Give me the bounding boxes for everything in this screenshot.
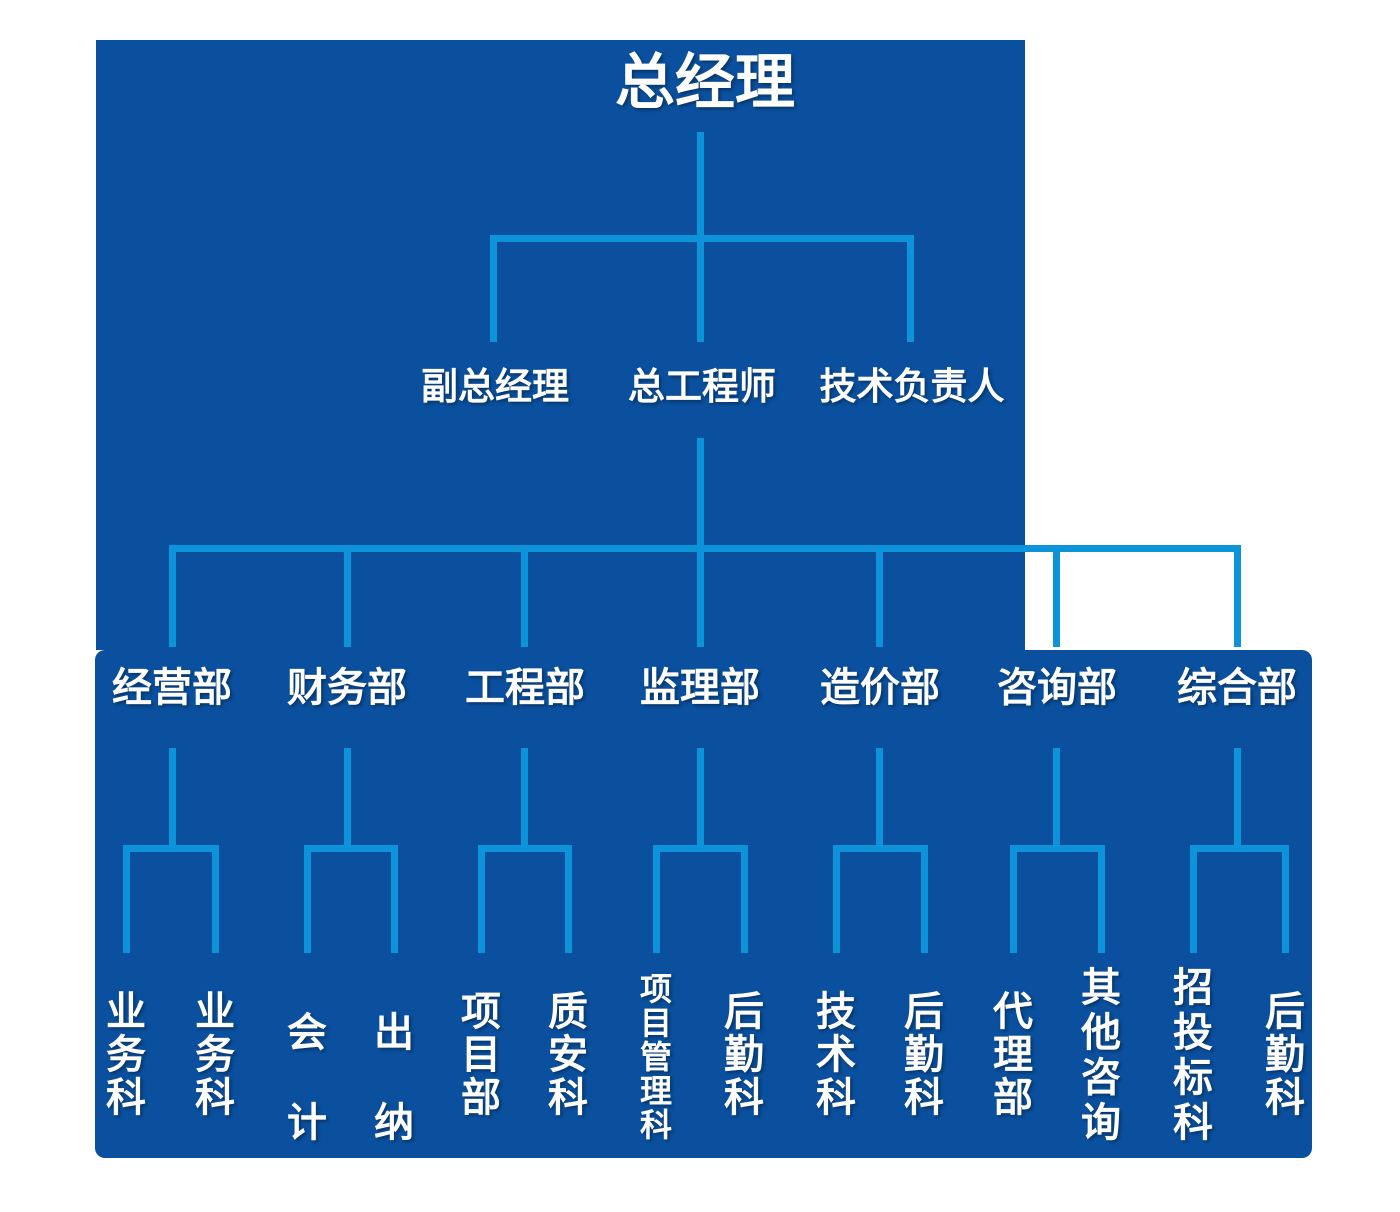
connector-dept3-stem <box>521 748 528 848</box>
connector-dept1-drop-1 <box>123 845 130 953</box>
node-chief-engineer: 总工程师 <box>628 366 776 407</box>
connector-dept3-hbar <box>478 845 572 852</box>
node-dept-business: 经营部 <box>112 666 232 710</box>
connector-dept2-drop-2 <box>391 845 398 953</box>
node-business-section-2: 业务科 <box>195 990 235 1120</box>
node-logistics-section-2: 后勤科 <box>904 990 944 1120</box>
connector-l3-hbar <box>169 545 1241 552</box>
connector-dept5-stem <box>876 748 883 848</box>
node-dept-consulting: 咨询部 <box>997 666 1117 710</box>
connector-dept2-hbar <box>304 845 398 852</box>
connector-dept5-drop-2 <box>921 845 928 953</box>
connector-l2-drop-3 <box>907 235 914 342</box>
connector-dept7-drop-1 <box>1190 845 1197 953</box>
connector-l3-drop-5 <box>876 545 883 647</box>
connector-dept6-hbar <box>1010 845 1105 852</box>
bottom-panel <box>95 650 1312 1158</box>
connector-dept3-drop-2 <box>565 845 572 953</box>
connector-dept3-drop-1 <box>478 845 485 953</box>
node-project-dept: 项目部 <box>461 990 501 1120</box>
connector-dept7-stem <box>1234 748 1241 848</box>
connector-dept1-hbar <box>123 845 219 852</box>
node-general-manager: 总经理 <box>615 49 795 116</box>
connector-dept4-drop-2 <box>741 845 748 953</box>
connector-dept4-hbar <box>653 845 748 852</box>
connector-l3-drop-7 <box>1234 545 1241 647</box>
node-dept-general: 综合部 <box>1177 666 1297 710</box>
node-agency-dept: 代理部 <box>993 990 1033 1120</box>
node-cashier: 出纳 <box>374 1011 414 1145</box>
node-logistics-section-3: 后勤科 <box>1265 990 1305 1120</box>
connector-dept4-drop-1 <box>653 845 660 953</box>
node-business-section-1: 业务科 <box>106 990 146 1120</box>
connector-dept6-drop-2 <box>1098 845 1105 953</box>
connector-chiefengineer-stem <box>697 438 704 548</box>
connector-dept5-hbar <box>833 845 928 852</box>
node-dept-engineering: 工程部 <box>465 666 585 710</box>
connector-l3-drop-3 <box>521 545 528 647</box>
node-project-management-section: 项目管理科 <box>639 971 672 1143</box>
node-technical-section: 技术科 <box>816 990 856 1120</box>
connector-l3-drop-2 <box>344 545 351 647</box>
node-quality-safety-section: 质安科 <box>548 990 588 1120</box>
connector-l3-drop-6 <box>1053 545 1060 647</box>
node-dept-cost: 造价部 <box>820 666 940 710</box>
connector-dept5-drop-1 <box>833 845 840 953</box>
connector-l3-drop-4 <box>697 545 704 647</box>
connector-dept2-stem <box>344 748 351 848</box>
node-dept-finance: 财务部 <box>287 666 407 710</box>
connector-root-stem <box>697 132 704 238</box>
connector-l2-drop-1 <box>490 235 497 342</box>
connector-l3-drop-1 <box>169 545 176 647</box>
node-dept-supervision: 监理部 <box>640 666 760 710</box>
connector-l2-drop-2 <box>697 235 704 342</box>
node-deputy-general-manager: 副总经理 <box>421 366 569 407</box>
connector-dept6-stem <box>1053 748 1060 848</box>
node-logistics-section-1: 后勤科 <box>724 990 764 1120</box>
connector-dept7-drop-2 <box>1282 845 1289 953</box>
node-technical-director: 技术负责人 <box>819 366 1005 407</box>
connector-dept1-drop-2 <box>212 845 219 953</box>
node-bidding-section: 招投标科 <box>1173 966 1213 1145</box>
connector-dept1-stem <box>169 748 176 848</box>
connector-dept4-stem <box>697 748 704 848</box>
connector-dept7-hbar <box>1190 845 1289 852</box>
top-panel <box>96 40 1025 650</box>
connector-dept2-drop-1 <box>304 845 311 953</box>
connector-dept6-drop-1 <box>1010 845 1017 953</box>
node-accounting: 会计 <box>287 1011 327 1145</box>
node-other-consulting: 其他咨询 <box>1081 966 1121 1145</box>
